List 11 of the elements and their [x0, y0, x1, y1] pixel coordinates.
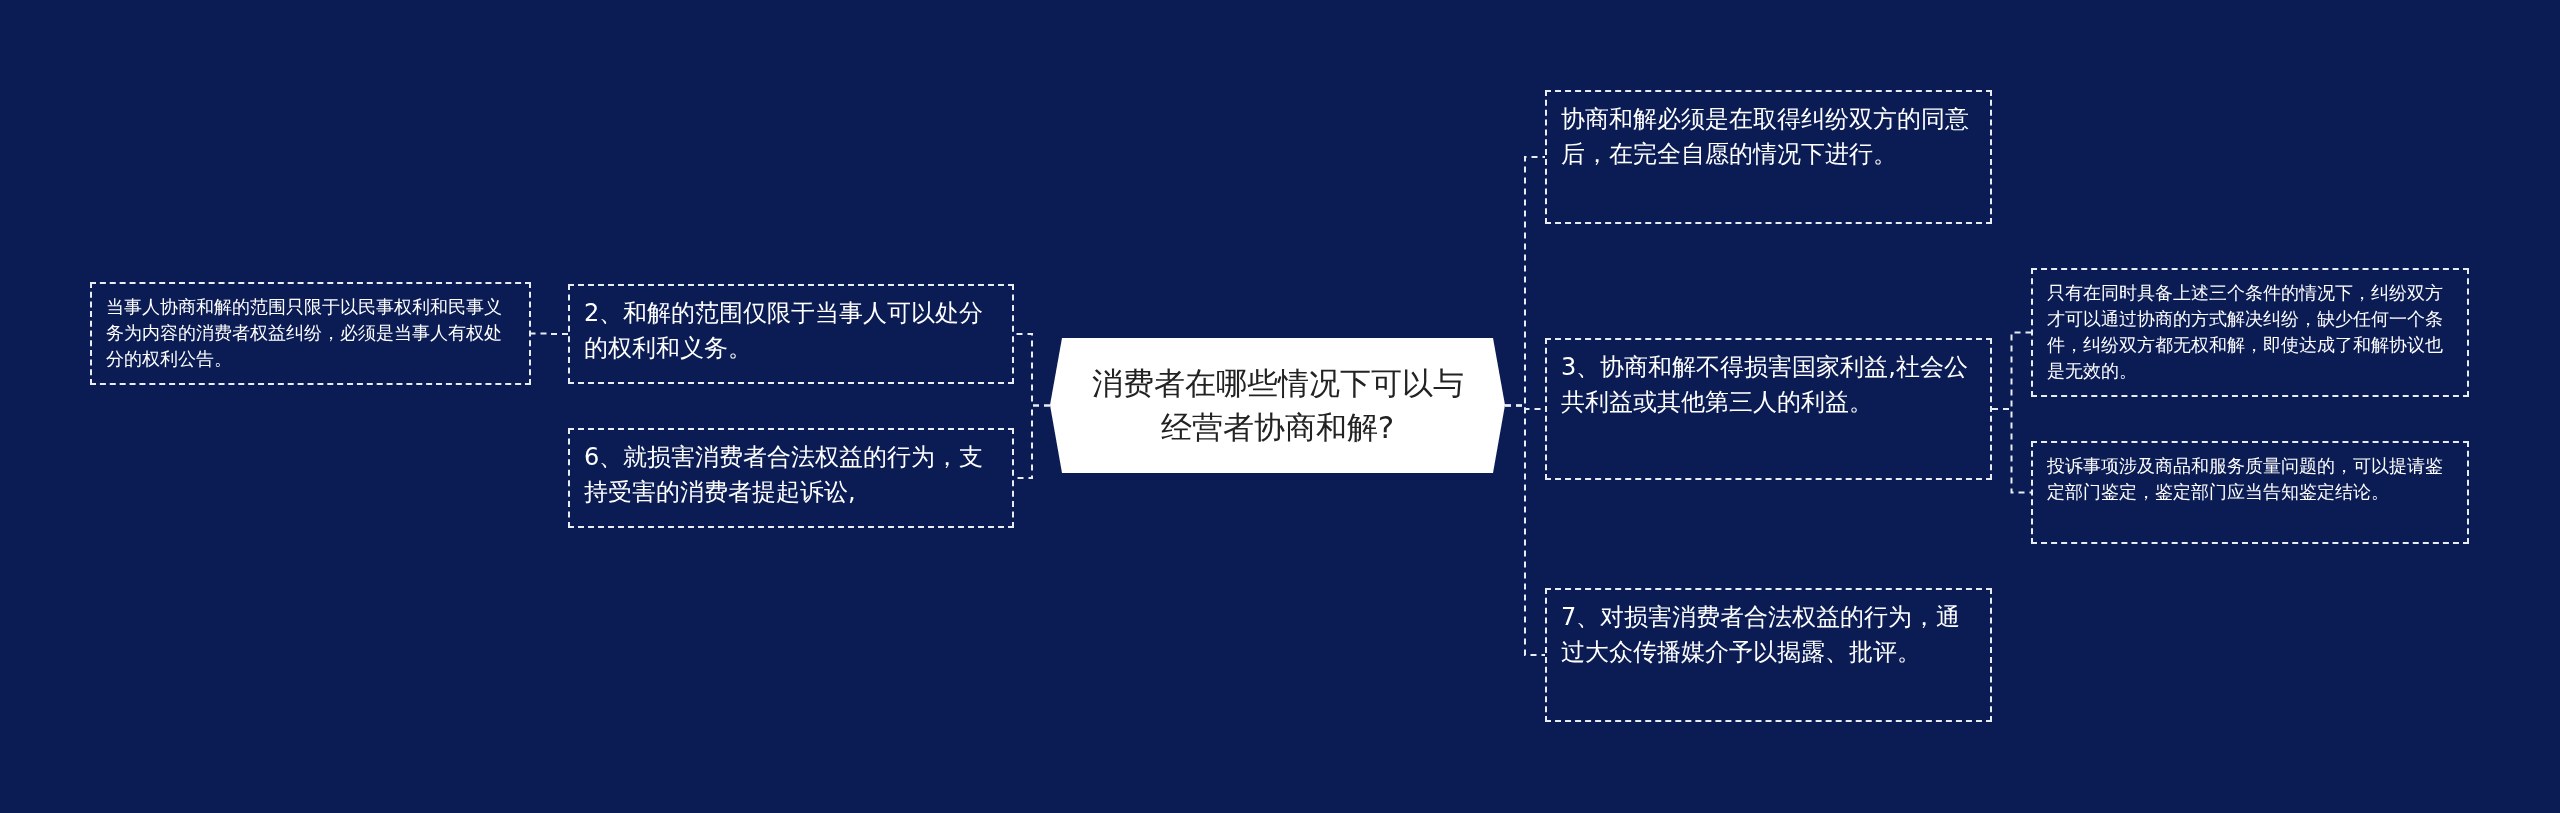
- topic-box: 只有在同时具备上述三个条件的情况下，纠纷双方才可以通过协商的方式解决纠纷，缺少任何一个条件，纠纷双方都无权和解，即使达成了和解协议也是无效的。: [2031, 268, 2469, 397]
- topic-box: 6、就损害消费者合法权益的行为，支持受害的消费者提起诉讼,: [568, 428, 1014, 528]
- topic-box: 协商和解必须是在取得纠纷双方的同意后，在完全自愿的情况下进行。: [1545, 90, 1992, 224]
- topic-box: 2、和解的范围仅限于当事人可以处分的权利和义务。: [568, 284, 1014, 384]
- connector: [1991, 408, 2032, 494]
- connector: [1504, 404, 1546, 656]
- topic-box: 投诉事项涉及商品和服务质量问题的，可以提请鉴定部门鉴定，鉴定部门应当告知鉴定结论。: [2031, 441, 2469, 544]
- topic-box: 当事人协商和解的范围只限于以民事权利和民事义务为内容的消费者权益纠纷，必须是当事人有权处分的权利公告。: [90, 282, 531, 385]
- topic-box: 7、对损害消费者合法权益的行为，通过大众传播媒介予以揭露、批评。: [1545, 588, 1992, 722]
- connector: [530, 332, 569, 335]
- topic-box: 3、协商和解不得损害国家利益,社会公共利益或其他第三人的利益。: [1545, 338, 1992, 480]
